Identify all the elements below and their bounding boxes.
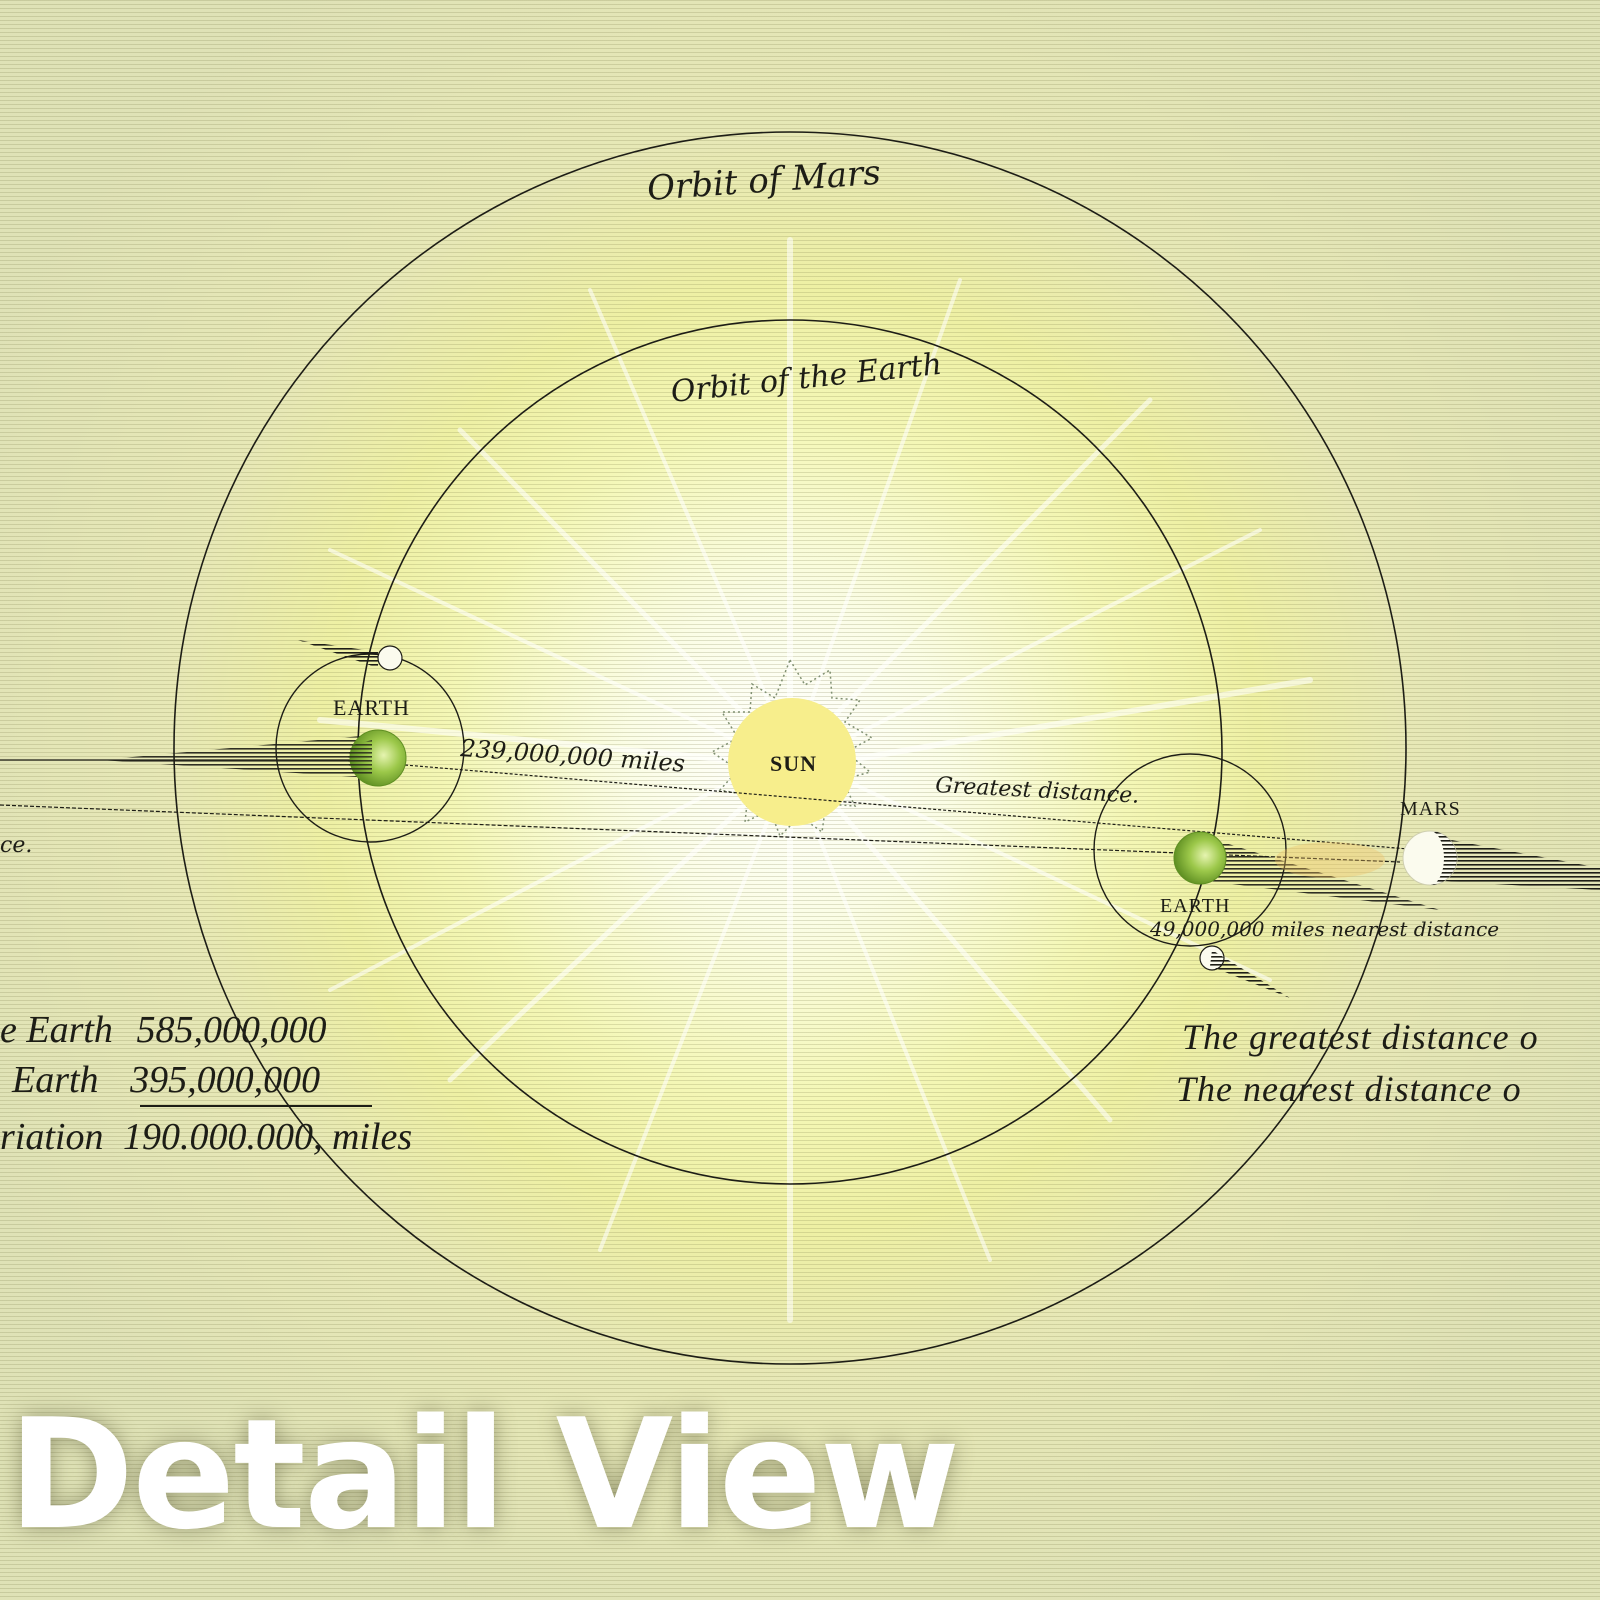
mars-label: MARS xyxy=(1400,798,1461,820)
detail-view-overlay-title: Detail View xyxy=(8,1386,960,1563)
orbit-of-mars xyxy=(173,131,1407,1365)
left-table-row-3: riation 190.000.000, miles xyxy=(0,1115,412,1159)
row1-value: 585,000,000 xyxy=(136,1009,327,1051)
nearest-distance-label: 49,000,000 miles nearest distance xyxy=(1149,917,1499,941)
row2-value: 395,000,000 xyxy=(130,1059,321,1101)
row1-label: e Earth xyxy=(0,1009,113,1051)
sun-label: SUN xyxy=(770,751,817,776)
far-distance-label: 239,000,000 miles xyxy=(459,734,686,778)
sun-rays xyxy=(317,237,1313,1323)
row3-label: riation xyxy=(0,1116,104,1158)
earth-left-system xyxy=(100,640,465,843)
orbit-of-earth-label: Orbit of the Earth xyxy=(669,347,943,410)
earth-left-label: EARTH xyxy=(333,695,410,720)
left-table-row-2: Earth 395,000,000 xyxy=(12,1058,320,1102)
greatest-distance-label: Greatest distance. xyxy=(935,773,1140,809)
sun-icon xyxy=(710,658,874,838)
moon-left-icon xyxy=(377,645,403,671)
left-edge-fragment: ce. xyxy=(0,833,32,858)
row3-value: 190.000.000, miles xyxy=(122,1116,413,1158)
mars-system xyxy=(1402,830,1600,890)
orbit-of-mars-label: Orbit of Mars xyxy=(646,153,882,209)
right-note-line-1: The greatest distance o xyxy=(1182,1017,1539,1057)
earth-right-system xyxy=(1093,753,1440,998)
row2-label: Earth xyxy=(12,1059,99,1101)
right-note-line-2: The nearest distance o xyxy=(1176,1069,1522,1109)
earth-right-label: EARTH xyxy=(1160,895,1230,917)
left-table-row-1: e Earth 585,000,000 xyxy=(0,1008,326,1052)
earth-right-icon xyxy=(1173,831,1227,885)
